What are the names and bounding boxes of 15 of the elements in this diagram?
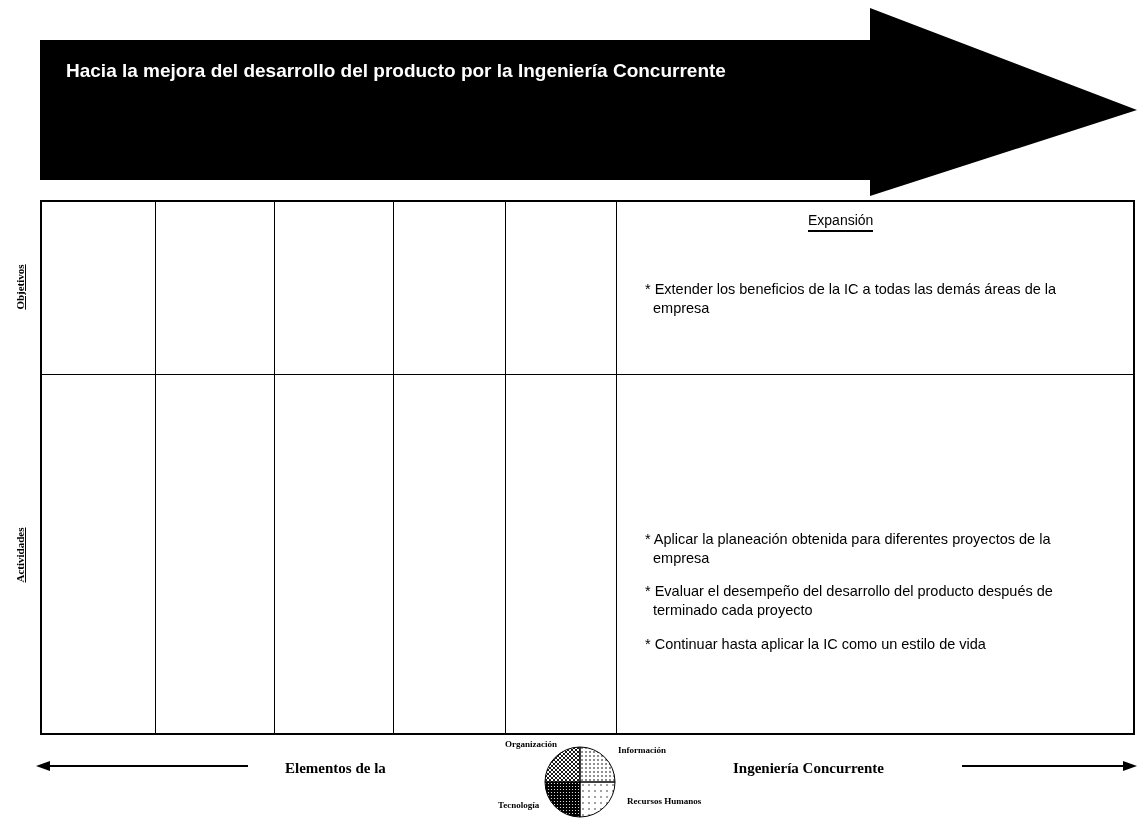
element-label: Ingeniería Concurrente bbox=[733, 760, 884, 777]
element-label: Organización bbox=[505, 739, 557, 749]
bullet-text: * Continuar hasta aplicar la IC como un estilo de vida bbox=[645, 635, 987, 654]
row-heading: Objetivos bbox=[14, 264, 26, 310]
column-heading: Expansión bbox=[808, 212, 874, 232]
element-label: Información bbox=[618, 745, 666, 755]
element-label: Tecnología bbox=[498, 800, 540, 810]
arrow-banner bbox=[40, 8, 1137, 196]
bullet-text: * Extender los beneficios de la IC a todas las demás áreas de la empresa bbox=[645, 280, 1058, 318]
element-label: Elementos de la bbox=[285, 760, 386, 777]
banner-title: Hacia la mejora del desarrollo del producto por la Ingeniería Concurrente bbox=[66, 60, 727, 82]
row-heading: Actividades bbox=[14, 527, 26, 583]
bullet-text: * Aplicar la planeación obtenida para diferentes proyectos de la empresa bbox=[645, 530, 1052, 568]
bullet-text: * Evaluar el desempeño del desarrollo del producto después de terminado cada proyecto bbox=[645, 582, 1054, 620]
element-label: Recursos Humanos bbox=[627, 796, 702, 806]
